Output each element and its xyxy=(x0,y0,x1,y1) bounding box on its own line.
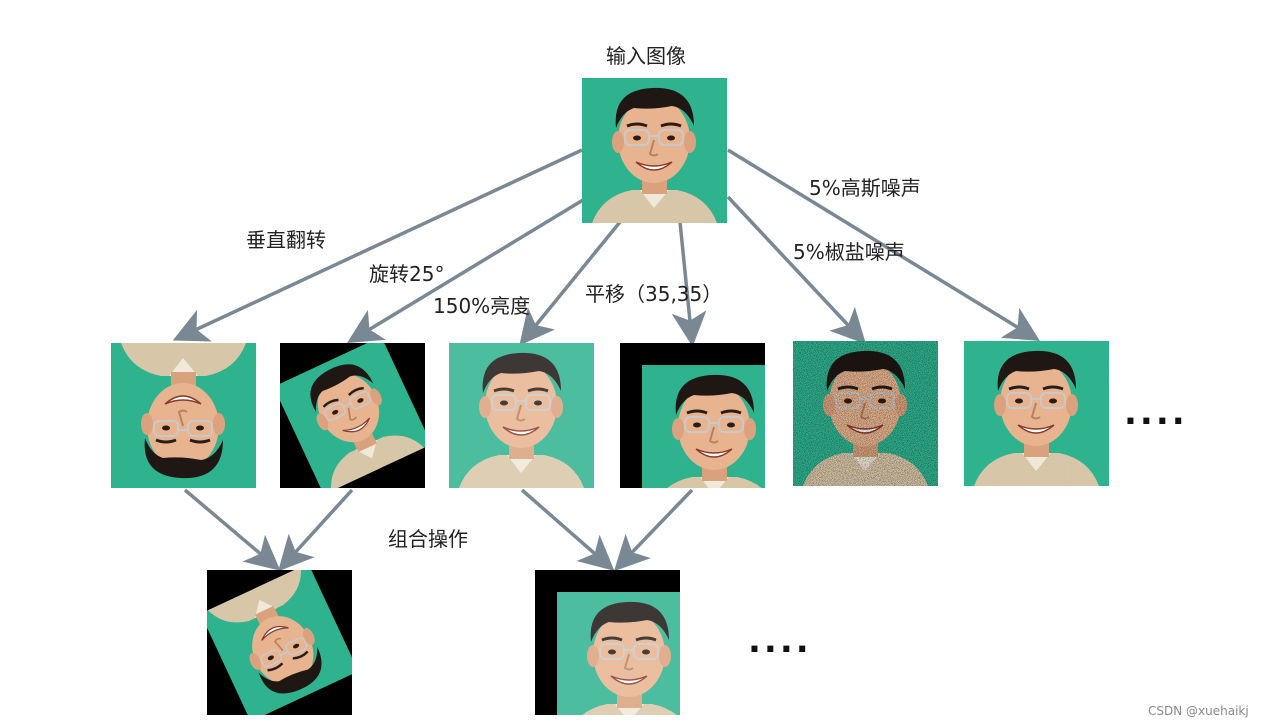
gauss-noise-image xyxy=(962,339,1111,488)
bright-image xyxy=(447,341,596,490)
arrow-rotate-to-combo1 xyxy=(278,488,354,572)
combo-flip-rotate-image xyxy=(207,570,352,715)
watermark: CSDN @xuehaikj xyxy=(1148,704,1249,718)
label-rotate: 旋转25° xyxy=(369,262,445,286)
input-image xyxy=(580,76,729,225)
label-shift: 平移（35,35） xyxy=(585,282,723,306)
ellipsis-row2: .... xyxy=(1124,393,1188,433)
arrow-to-bright xyxy=(519,220,622,346)
shift-image xyxy=(620,343,765,488)
arrow-bright-to-combo2 xyxy=(520,488,615,571)
arrow-to-shift xyxy=(671,221,707,347)
arrow-to-vflip xyxy=(172,148,583,342)
arrow-to-gauss xyxy=(727,148,1040,342)
arrow-to-salt xyxy=(726,195,866,345)
label-input-image: 输入图像 xyxy=(606,44,686,68)
label-vflip: 垂直翻转 xyxy=(246,228,326,252)
ellipsis-row3: .... xyxy=(748,621,812,661)
rotate-image xyxy=(280,343,425,488)
label-gauss-noise: 5%高斯噪声 xyxy=(809,176,921,200)
arrow-vflip-to-combo1 xyxy=(183,488,281,571)
arrow-to-rotate xyxy=(347,195,589,344)
vflip-image xyxy=(109,341,258,490)
arrow-shift-to-combo2 xyxy=(613,488,694,572)
label-salt-noise: 5%椒盐噪声 xyxy=(793,240,905,264)
label-combo: 组合操作 xyxy=(388,527,468,551)
arrow-group xyxy=(172,148,1040,572)
salt-noise-image xyxy=(791,339,940,488)
label-brightness: 150%亮度 xyxy=(433,294,531,318)
combo-bright-shift-image xyxy=(535,570,680,715)
